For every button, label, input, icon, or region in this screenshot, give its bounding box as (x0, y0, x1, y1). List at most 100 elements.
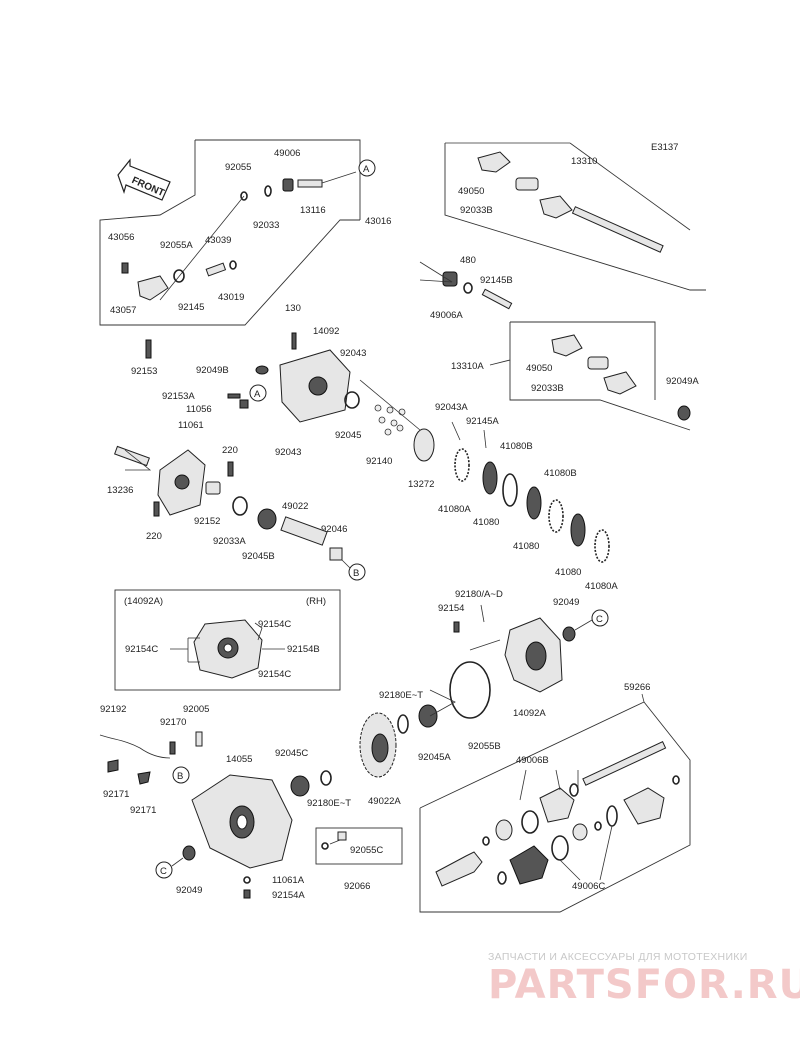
label-11056: 11056 (186, 404, 212, 415)
part-92045C-bearing (290, 775, 310, 797)
part-49050-joint-top (515, 177, 539, 191)
ref-a-top-label: A (363, 164, 370, 175)
part-92049B-seal (255, 365, 269, 375)
label-92192: 92192 (100, 704, 126, 715)
group-13310 (444, 142, 706, 291)
part-92005-fitting (195, 731, 203, 747)
part-220-bolt-b (153, 501, 160, 517)
label-92153A: 92153A (162, 391, 195, 402)
label-49006B: 49006B (516, 755, 549, 766)
part-14092A-cover-rh (193, 619, 263, 679)
label-41080-3: 41080 (555, 567, 581, 578)
part-92049-seal-a (562, 626, 576, 642)
label-49050-mid: 49050 (526, 363, 552, 374)
label-49006A: 49006A (430, 310, 463, 321)
label-92055A: 92055A (160, 240, 193, 251)
part-13310-yoke2 (539, 195, 573, 219)
label-92043-a: 92043 (340, 348, 366, 359)
label-49050-top: 49050 (458, 186, 484, 197)
ref-c-right-label: C (596, 614, 603, 625)
part-14092-bore (308, 376, 328, 396)
part-41080A-disc-1 (454, 448, 470, 482)
part-49022A-hub (371, 733, 389, 763)
part-49006C-band-1 (606, 805, 618, 827)
label-92140: 92140 (366, 456, 392, 467)
part-59266-cv-boot-lower (509, 845, 549, 885)
part-130-bolt (291, 332, 297, 350)
group-43016 (99, 139, 361, 326)
part-92180ET-shim-2 (320, 770, 332, 786)
part-41080-disc-1 (482, 461, 498, 495)
label-92171-1: 92171 (103, 789, 129, 800)
part-59266-shaft (582, 741, 667, 786)
label-13272: 13272 (408, 479, 434, 490)
part-92055-oring (240, 191, 248, 201)
part-49006-seal (282, 178, 294, 192)
part-13310-shaft (571, 206, 664, 253)
part-14092A-housing (504, 617, 563, 693)
label-49006C: 49006C (572, 881, 605, 892)
part-41080B-disc-1 (502, 473, 518, 507)
part-59266-cv-joint (495, 819, 513, 841)
label-92049-a: 92049 (553, 597, 579, 608)
label-49022: 49022 (282, 501, 308, 512)
label-92049-b: 92049 (176, 885, 202, 896)
label-41080B-1: 41080B (500, 441, 533, 452)
box-92066 (315, 827, 403, 865)
label-92154C-3: 92154C (258, 669, 291, 680)
label-92005: 92005 (183, 704, 209, 715)
part-92192-hose (99, 734, 171, 759)
part-11061A-pin (243, 876, 251, 884)
part-92055B-oring (449, 661, 491, 719)
part-92033A-circlip (232, 496, 248, 516)
label-43057: 43057 (110, 305, 136, 316)
ref-a-housing (249, 384, 267, 402)
label-92055: 92055 (225, 162, 251, 173)
label-130: 130 (285, 303, 301, 314)
label-92043A: 92043A (435, 402, 468, 413)
label-92043-b: 92043 (275, 447, 301, 458)
part-13310A-yoke (551, 334, 583, 357)
ref-a-housing-label: A (254, 389, 261, 400)
part-41080A-disc-2 (594, 529, 610, 563)
label-92045B: 92045B (242, 551, 275, 562)
label-92154A: 92154A (272, 890, 305, 901)
part-49006C-band-2 (551, 835, 569, 861)
part-92171-clip-1 (107, 759, 119, 773)
part-59266-stub-shaft (435, 851, 483, 887)
label-92170: 92170 (160, 717, 186, 728)
label-92066: 92066 (344, 881, 370, 892)
part-13116-shaft (297, 179, 323, 188)
part-11061-hole (174, 474, 190, 490)
label-43016: 43016 (365, 216, 391, 227)
label-92033B-mid: 92033B (531, 383, 564, 394)
part-92145B-spring (481, 288, 513, 310)
front-arrow-icon: FRONT (117, 158, 171, 201)
part-92045B-bearing (257, 508, 277, 530)
label-92045: 92045 (335, 430, 361, 441)
label-49006: 49006 (274, 148, 300, 159)
label-13116: 13116 (300, 205, 326, 216)
part-49006B-band-1 (569, 783, 579, 797)
part-49022-pinion (280, 516, 328, 546)
label-92180AD: 92180/A~D (455, 589, 503, 600)
part-49050-joint-mid (587, 356, 609, 370)
part-43057-lever (137, 275, 169, 301)
label-14092: 14092 (313, 326, 339, 337)
part-92055C-oring (321, 842, 329, 850)
ref-c-right (591, 609, 609, 627)
label-92180ET-2: 92180E~T (307, 798, 351, 809)
label-41080B-2: 41080B (544, 468, 577, 479)
label-41080A-1: 41080A (438, 504, 471, 515)
label-92055B: 92055B (468, 741, 501, 752)
label-41080-1: 41080 (473, 517, 499, 528)
label-11061A: 11061A (272, 875, 305, 886)
part-49006A-seal (442, 271, 458, 287)
part-92153-bolt (145, 339, 152, 359)
label-14092A: 14092A (513, 708, 546, 719)
ref-c-left-label: C (160, 866, 167, 877)
label-92045A: 92045A (418, 752, 451, 763)
part-59266-cv-inner (572, 823, 588, 841)
part-41080B-disc-2 (548, 499, 564, 533)
